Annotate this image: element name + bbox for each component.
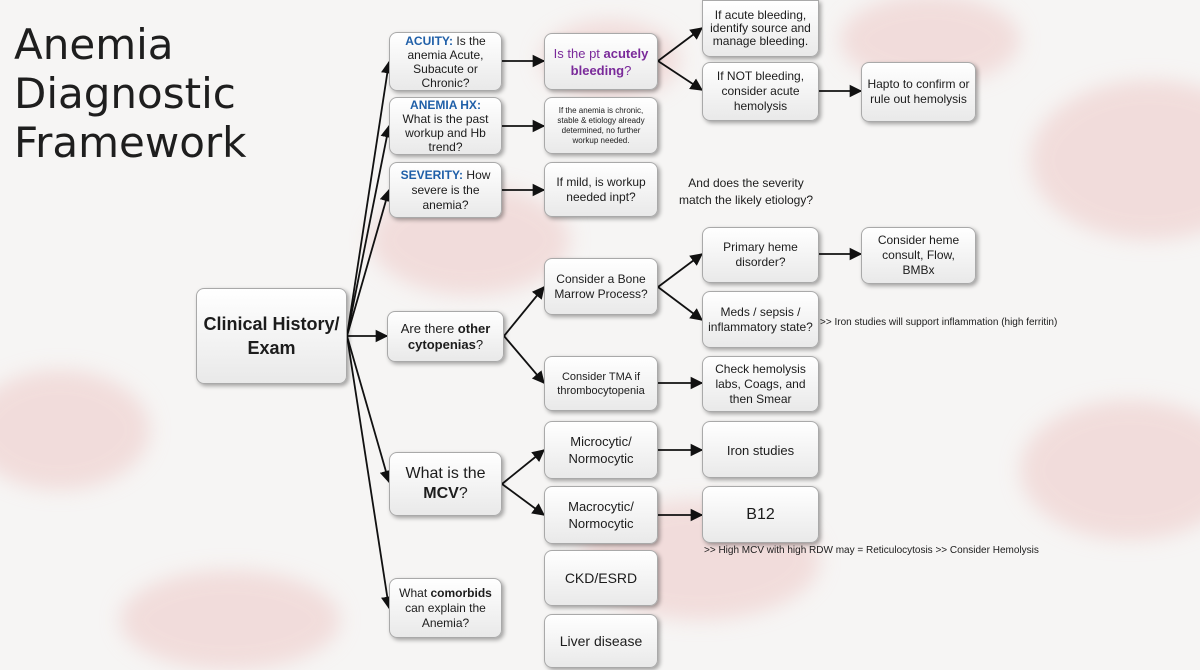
note-high-mcv: >> High MCV with high RDW may = Reticulo… (704, 545, 1039, 556)
tma-text: Consider TMA if thrombocytopenia (557, 370, 645, 397)
arrow-root-mcv (346, 335, 392, 484)
node-severity: SEVERITY: How severe is the anemia? (389, 162, 502, 218)
node-anemia-hx: ANEMIA HX: What is the past workup and H… (389, 97, 502, 155)
severity-label: SEVERITY: (400, 167, 464, 182)
node-heme-consult: Consider heme consult, Flow, BMBx (861, 227, 976, 284)
microcytic-text: Microcytic/ Normocytic (568, 434, 634, 466)
comorbids-bold: comorbids (430, 585, 492, 600)
arrow-bonemarrow-meds (657, 286, 704, 321)
node-b12: B12 (702, 486, 819, 543)
arrow-bleeding-acute (657, 27, 704, 62)
meds-sepsis-text: Meds / sepsis / inflammatory state? (708, 304, 813, 334)
bleeding-post: bleeding (570, 62, 625, 78)
arrow-root-severity (346, 188, 392, 337)
bone-marrow-text: Consider a Bone Marrow Process? (554, 271, 648, 301)
arrow-mcv-microcytic (501, 449, 545, 485)
cytopenias-post: ? (475, 336, 484, 352)
arrow-root-anemia-hx (346, 124, 393, 337)
arrow-cytopenias-bonemarrow (503, 286, 545, 337)
title-line-2: Diagnostic (14, 69, 236, 118)
node-hemolysis-labs: Check hemolysis labs, Coags, and then Sm… (702, 356, 819, 412)
node-clinical-history-exam: Clinical History/ Exam (196, 288, 347, 384)
note-iron-inflammation: >> Iron studies will support inflammatio… (820, 317, 1058, 328)
mcv-pre: What is the (405, 465, 486, 482)
node-acute-bleeding-source: If acute bleeding, identify source and m… (702, 0, 819, 57)
arrow-bleeding-not (657, 60, 704, 91)
node-mild-workup: If mild, is workup needed inpt? (544, 162, 658, 217)
note-severity-line-1: And does the severity (688, 176, 804, 190)
hapto-text: Hapto to confirm or rule out hemolysis (867, 77, 970, 106)
node-iron-studies: Iron studies (702, 421, 819, 478)
node-mcv: What is the MCV? (389, 452, 502, 516)
node-bone-marrow: Consider a Bone Marrow Process? (544, 258, 658, 315)
node-primary-heme: Primary heme disorder? (702, 227, 819, 283)
node-macrocytic: Macrocytic/ Normocytic (544, 486, 658, 544)
ckd-text: CKD/ESRD (564, 570, 638, 586)
severity-text: How severe is the anemia? (411, 167, 491, 212)
comorbids-post: can explain the Anemia? (405, 600, 486, 630)
mcv-bold: MCV (423, 485, 459, 502)
bleeding-pre: Is the pt (553, 45, 604, 61)
not-bleeding-text: If NOT bleeding, consider acute hemolysi… (716, 69, 805, 113)
node-clinical-history-exam-text: Clinical History/ Exam (203, 314, 340, 358)
chronic-note-text: If the anemia is chronic, stable & etiol… (557, 105, 645, 145)
bleeding-end: ? (624, 62, 632, 78)
arrow-root-acuity (346, 60, 394, 337)
cytopenias-bold: other cytopenias (407, 320, 491, 352)
primary-heme-text: Primary heme disorder? (723, 240, 798, 269)
anemia-hx-text: What is the past workup and Hb trend? (402, 112, 489, 154)
title-line-1: Anemia (14, 20, 174, 69)
hemolysis-labs-text: Check hemolysis labs, Coags, and then Sm… (715, 361, 806, 406)
arrow-mcv-macrocytic (501, 483, 546, 516)
node-tma: Consider TMA if thrombocytopenia (544, 356, 658, 411)
note-severity-line-2: match the likely etiology? (678, 193, 814, 207)
arrow-root-comorbids (346, 335, 394, 610)
node-ckd-esrd: CKD/ESRD (544, 550, 658, 606)
arrow-cytopenias-tma (503, 335, 545, 384)
note-severity-match: And does the severity match the likely e… (662, 175, 830, 209)
title-line-3: Framework (14, 118, 247, 167)
bleeding-bold: acutely (603, 45, 649, 61)
acuity-text: Is the anemia Acute, Subacute or Chronic… (407, 33, 486, 90)
node-meds-sepsis: Meds / sepsis / inflammatory state? (702, 291, 819, 348)
comorbids-pre: What (399, 585, 431, 600)
mcv-post: ? (458, 485, 468, 502)
heme-consult-text: Consider heme consult, Flow, BMBx (877, 233, 960, 277)
iron-studies-text: Iron studies (726, 443, 795, 458)
node-liver-disease: Liver disease (544, 614, 658, 668)
b12-text: B12 (746, 505, 775, 523)
node-chronic-note: If the anemia is chronic, stable & etiol… (544, 97, 658, 154)
node-acuity: ACUITY: Is the anemia Acute, Subacute or… (389, 32, 502, 91)
mild-workup-text: If mild, is workup needed inpt? (556, 174, 646, 204)
acute-bleeding-text: If acute bleeding, identify source and m… (710, 8, 811, 48)
node-microcytic: Microcytic/ Normocytic (544, 421, 658, 479)
acuity-label: ACUITY: (405, 33, 454, 48)
node-other-cytopenias: Are there other cytopenias? (387, 311, 504, 362)
node-hapto: Hapto to confirm or rule out hemolysis (861, 62, 976, 122)
page-title: Anemia Diagnostic Framework (14, 20, 247, 167)
macrocytic-text: Macrocytic/ Normocytic (568, 499, 634, 531)
node-not-bleeding: If NOT bleeding, consider acute hemolysi… (702, 62, 819, 121)
node-acutely-bleeding: Is the pt acutely bleeding? (544, 33, 658, 90)
cytopenias-pre: Are there (400, 320, 458, 336)
node-comorbids: What comorbids can explain the Anemia? (389, 578, 502, 638)
anemia-hx-label: ANEMIA HX: (410, 98, 481, 112)
liver-text: Liver disease (559, 633, 643, 649)
arrow-bonemarrow-primary (657, 253, 704, 288)
